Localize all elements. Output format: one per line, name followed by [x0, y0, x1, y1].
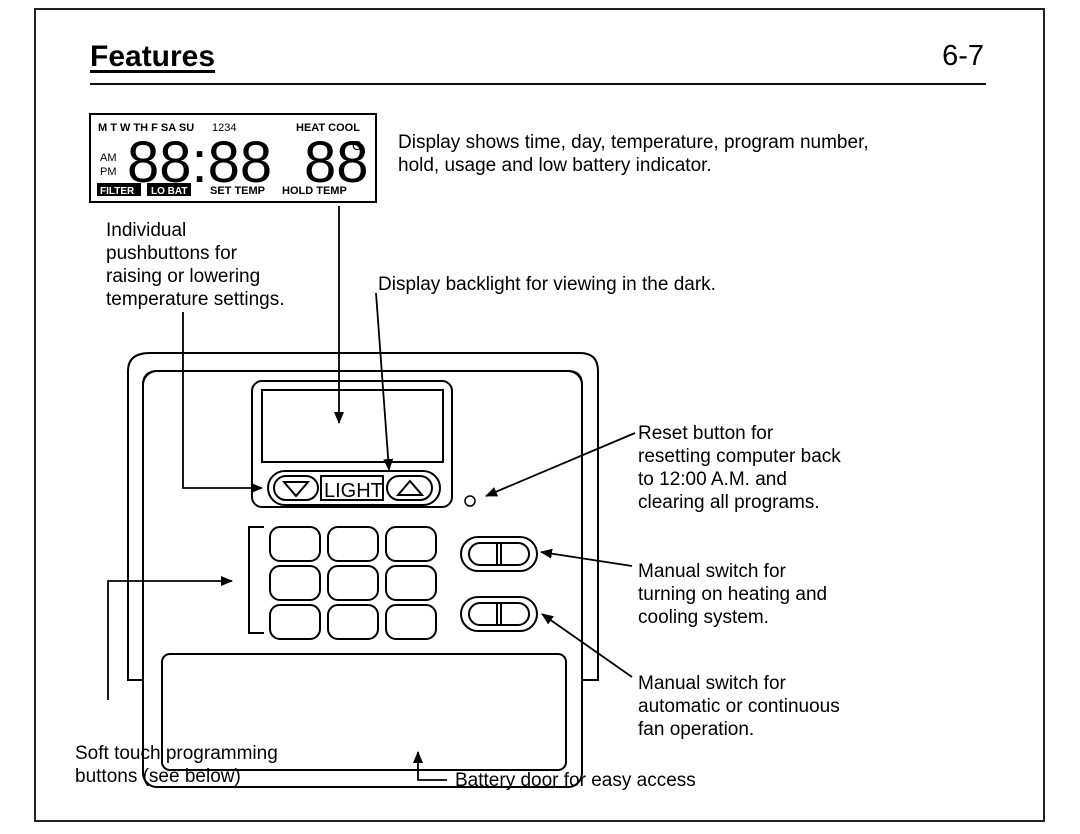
keypad-button[interactable]	[385, 604, 437, 640]
manual-switch-fan[interactable]	[460, 596, 538, 632]
caption-pushbuttons: Individual pushbuttons for raising or lo…	[106, 220, 285, 310]
page-frame	[34, 8, 1045, 822]
keypad-bracket	[248, 526, 264, 634]
lcd-lo-bat: LO BAT	[151, 186, 187, 197]
lcd-unit: C	[352, 138, 361, 153]
lcd-set-temp: SET TEMP	[210, 185, 265, 197]
keypad-button[interactable]	[269, 565, 321, 601]
lcd-hold-temp: HOLD TEMP	[282, 185, 347, 197]
light-button[interactable]	[320, 475, 384, 501]
manual-heat-cool-arrow	[540, 548, 633, 567]
keypad-button[interactable]	[327, 565, 379, 601]
soft-touch-keypad	[269, 526, 437, 640]
caption-manual-fan: Manual switch for automatic or continuou…	[638, 673, 840, 740]
lcd-filter-badge	[97, 183, 141, 196]
lcd-days: M T W TH F SA SU	[98, 122, 194, 134]
keypad-button[interactable]	[327, 604, 379, 640]
display-window	[261, 389, 444, 463]
caption-battery-door: Battery door for easy access	[455, 770, 696, 791]
caption-display: Display shows time, day, temperature, pr…	[398, 132, 869, 176]
keypad-button[interactable]	[385, 565, 437, 601]
title-rule	[90, 83, 986, 85]
lcd-am: AM	[100, 152, 117, 164]
caption-soft-touch: Soft touch programming buttons (see belo…	[75, 743, 278, 787]
keypad-button[interactable]	[385, 526, 437, 562]
pushbutton-arrow	[182, 312, 263, 493]
page-number: 6-7	[942, 40, 984, 72]
light-button-label: LIGHT	[324, 480, 383, 502]
thermostat-body: LIGHT	[127, 352, 599, 788]
manual-fan-arrow	[541, 613, 633, 678]
lcd-temp: 88	[304, 130, 369, 195]
reset-button[interactable]	[464, 495, 476, 507]
keypad-button[interactable]	[269, 526, 321, 562]
lcd-pm: PM	[100, 166, 117, 178]
keypad-button[interactable]	[269, 604, 321, 640]
lcd-filter: FILTER	[100, 186, 135, 197]
backlight-arrow	[375, 292, 394, 471]
manual-switch-heat-cool[interactable]	[460, 536, 538, 572]
battery-door[interactable]	[161, 653, 567, 771]
up-button[interactable]	[386, 475, 433, 501]
down-arrow-icon	[281, 481, 311, 498]
caption-backlight: Display backlight for viewing in the dar…	[378, 274, 716, 295]
lcd-program-numbers: 1234	[212, 122, 236, 134]
lcd-mode: HEAT COOL	[296, 122, 360, 134]
lcd-display: M T W TH F SA SU 1234 HEAT COOL AM PM 88…	[89, 113, 377, 203]
lcd-lobat-badge	[147, 183, 191, 196]
battery-door-arrow	[413, 751, 447, 781]
caption-reset: Reset button for resetting computer back…	[638, 423, 841, 513]
caption-manual-heat-cool: Manual switch for turning on heating and…	[638, 561, 828, 628]
soft-touch-arrow	[107, 576, 233, 700]
up-arrow-icon	[395, 479, 425, 496]
page-title: Features	[90, 40, 216, 73]
reset-arrow	[485, 432, 636, 497]
keypad-button[interactable]	[327, 526, 379, 562]
leader-lines	[107, 206, 636, 781]
